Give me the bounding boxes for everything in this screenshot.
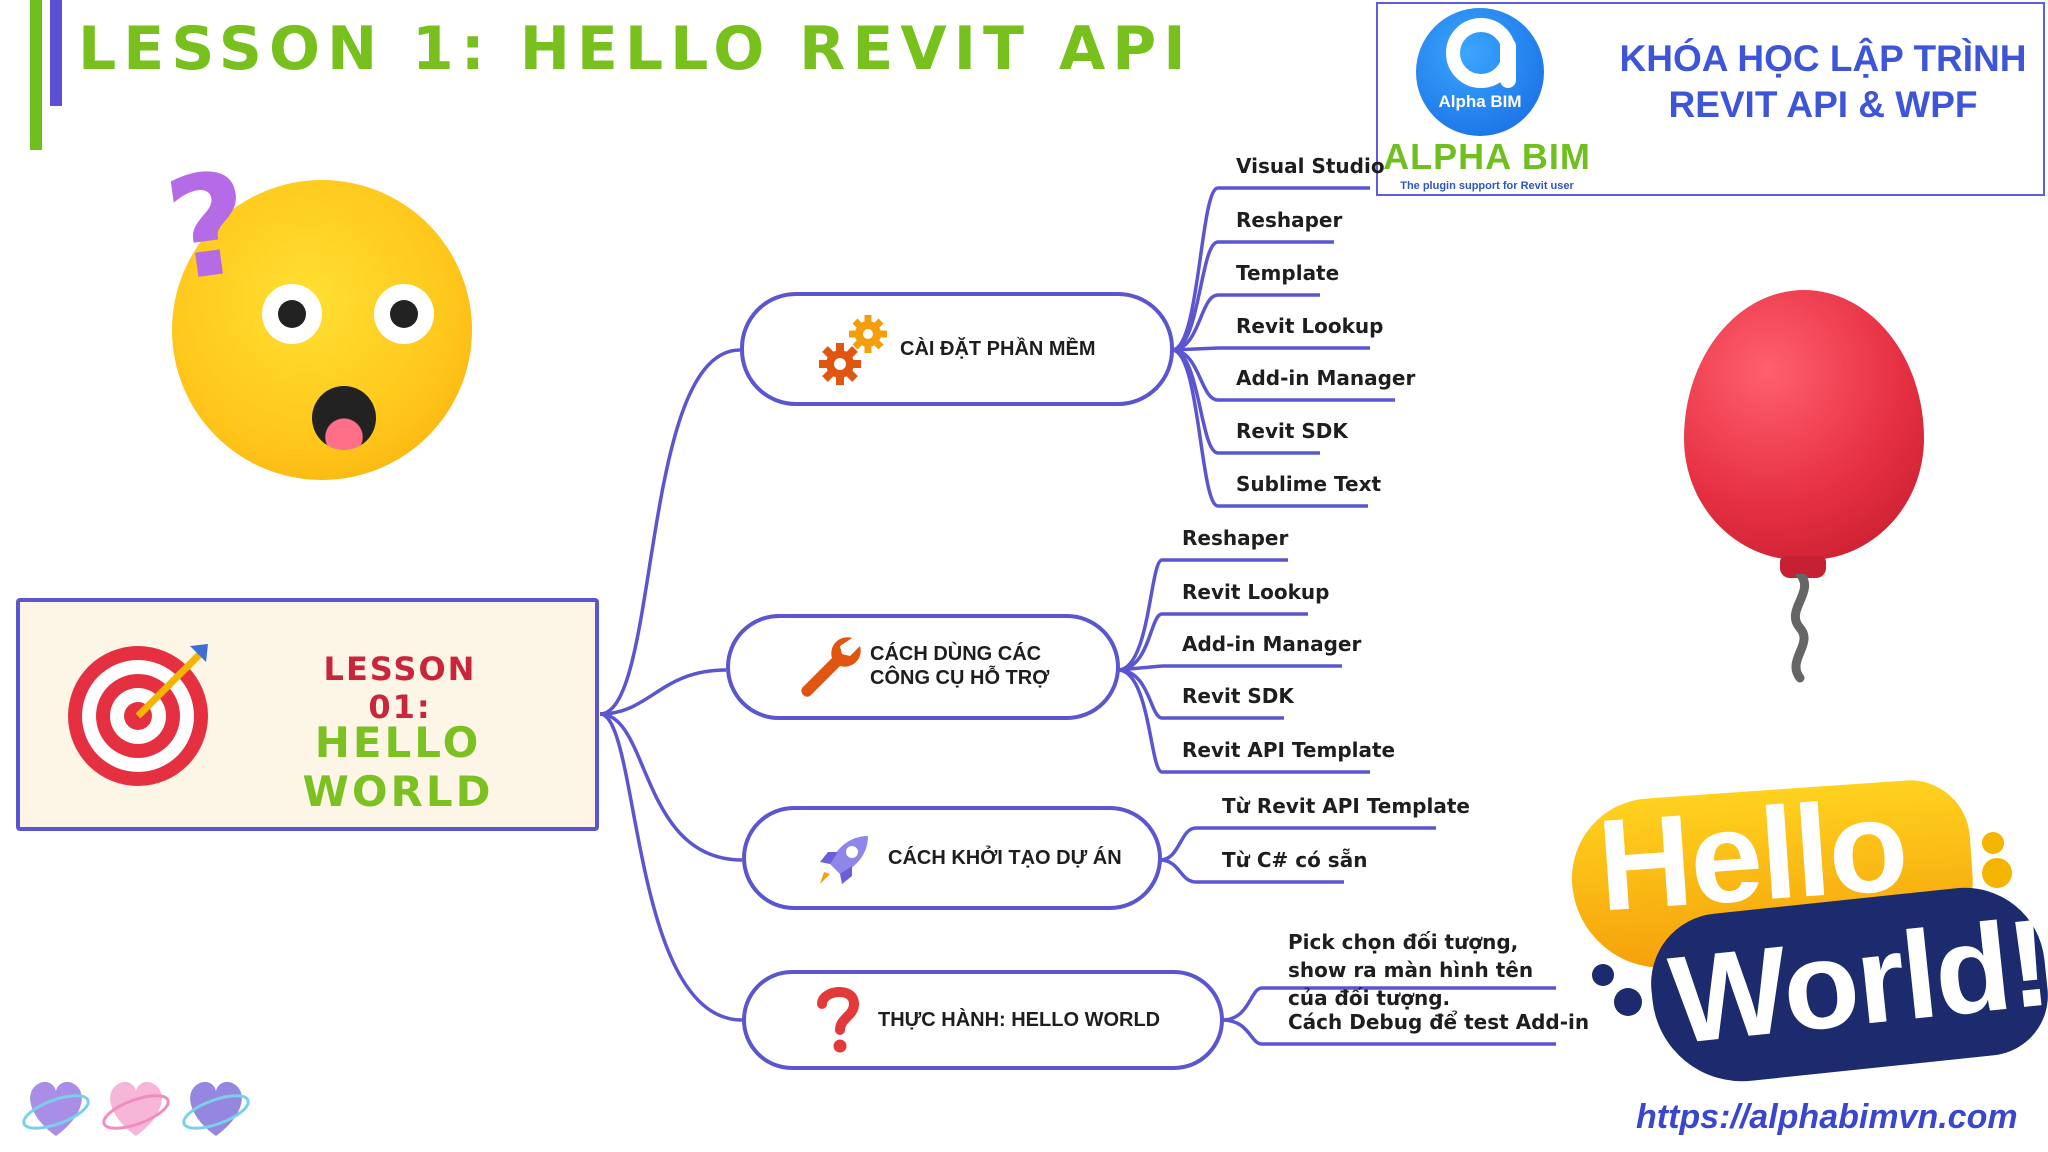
sticker-dot bbox=[1614, 988, 1642, 1016]
root-sublabel: HELLO WORLD bbox=[302, 718, 494, 816]
leaf-reshaper: Reshaper bbox=[1236, 208, 1343, 232]
leaf-visual-studio: Visual Studio bbox=[1236, 154, 1385, 178]
title-accent-green bbox=[30, 0, 42, 150]
wrench-icon bbox=[801, 637, 861, 697]
branch-node-support-tools bbox=[726, 614, 1120, 720]
sticker-dot bbox=[1982, 858, 2012, 888]
branch-label-support-tools-line2: CÔNG CỤ HỖ TRỢ bbox=[870, 667, 1050, 689]
title-accent-blue bbox=[50, 0, 62, 106]
red-balloon-icon bbox=[1684, 290, 1924, 560]
logo-letter-a-stem bbox=[1500, 38, 1516, 88]
branch-node-create-project bbox=[742, 806, 1162, 910]
leaf-pick-object: Pick chọn đối tượng, show ra màn hình tê… bbox=[1288, 930, 1534, 1010]
branch-node-practice-hello-world bbox=[742, 970, 1224, 1070]
heart-icon bbox=[22, 1081, 90, 1136]
branch-label-practice-hello-world: THỰC HÀNH: HELLO WORLD bbox=[878, 1009, 1161, 1031]
leaf-reshaper-2: Reshaper bbox=[1182, 526, 1289, 550]
left-pupil bbox=[278, 300, 306, 328]
sticker-dot bbox=[1982, 832, 2004, 854]
rocket-icon bbox=[820, 836, 868, 884]
leaf-revit-lookup: Revit Lookup bbox=[1236, 314, 1384, 338]
hearts-decoration bbox=[22, 1081, 250, 1136]
logo-tagline: The plugin support for Revit user bbox=[1400, 180, 1574, 192]
balloon-string bbox=[1790, 574, 1810, 683]
branch-node-install-software bbox=[740, 292, 1174, 406]
sticker-hello-text: Hello bbox=[1593, 771, 1911, 939]
leaf-revit-lookup-2: Revit Lookup bbox=[1182, 580, 1330, 604]
website-link[interactable]: https://alphabimvn.com bbox=[1636, 1098, 2018, 1136]
branch-label-install-software: CÀI ĐẶT PHẦN MỀM bbox=[900, 338, 1096, 360]
open-mouth bbox=[312, 386, 376, 450]
heart-icon bbox=[102, 1081, 170, 1136]
question-icon bbox=[817, 986, 860, 1053]
heart-icon bbox=[182, 1081, 250, 1136]
course-title-line2: REVIT API & WPF bbox=[1668, 84, 1978, 125]
sticker-dot bbox=[1592, 964, 1614, 986]
leaf-from-existing-csharp: Từ C# có sẵn bbox=[1222, 848, 1368, 872]
page-title: LESSON 1: HELLO REVIT API bbox=[78, 14, 1193, 84]
leaf-template: Template bbox=[1236, 261, 1340, 285]
leaf-sublime-text: Sublime Text bbox=[1236, 472, 1382, 496]
leaf-revit-api-template: Revit API Template bbox=[1182, 738, 1396, 762]
balloon-knot bbox=[1780, 556, 1826, 578]
gears-icon bbox=[819, 315, 887, 385]
course-title: KHÓA HỌC LẬP TRÌNH REVIT API & WPF bbox=[1600, 36, 2046, 128]
branch-label-support-tools-line1: CÁCH DÙNG CÁC bbox=[870, 643, 1042, 665]
leaf-revit-sdk-2: Revit SDK bbox=[1182, 684, 1294, 708]
leaf-debug-add-in: Cách Debug để test Add-in bbox=[1288, 1010, 1590, 1034]
leaf-revit-sdk: Revit SDK bbox=[1236, 419, 1348, 443]
root-label: LESSON 01: bbox=[323, 650, 477, 726]
right-pupil bbox=[390, 300, 418, 328]
leaf-from-revit-api-template: Từ Revit API Template bbox=[1222, 794, 1470, 818]
logo-circle-text: Alpha BIM bbox=[1438, 92, 1522, 111]
logo-name: ALPHA BIM bbox=[1383, 136, 1591, 177]
leaf-add-in-manager-2: Add-in Manager bbox=[1182, 632, 1362, 656]
leaf-add-in-manager: Add-in Manager bbox=[1236, 366, 1416, 390]
target-icon bbox=[68, 644, 208, 786]
course-title-line1: KHÓA HỌC LẬP TRÌNH bbox=[1619, 38, 2027, 79]
branch-label-create-project: CÁCH KHỞI TẠO DỰ ÁN bbox=[888, 847, 1122, 869]
branch-label-support-tools: CÁCH DÙNG CÁC CÔNG CỤ HỖ TRỢ bbox=[870, 642, 1049, 690]
